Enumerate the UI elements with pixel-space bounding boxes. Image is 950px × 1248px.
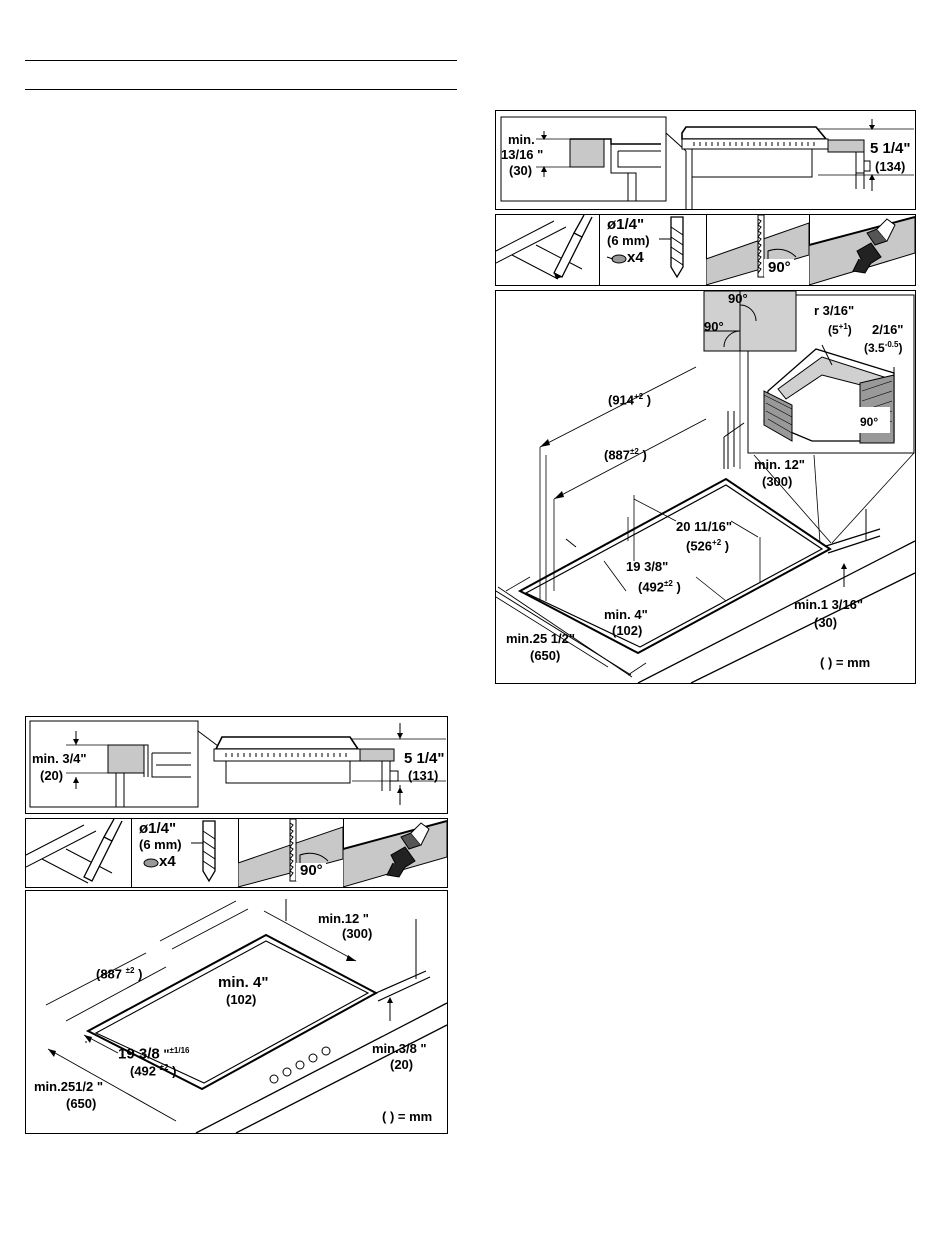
upper-corner-top-angle: 90° bbox=[728, 291, 748, 306]
lower-drill-count: x4 bbox=[159, 853, 176, 870]
lower-depth-mm: (492 ±2 ) bbox=[130, 1063, 177, 1079]
upper-width: 20 11/16" bbox=[676, 519, 733, 534]
lower-profile-height-mm: (131) bbox=[408, 768, 439, 783]
upper-min-back: min. 12" bbox=[754, 457, 805, 472]
upper-min-back-mm: (300) bbox=[762, 474, 793, 489]
lower-depth-tol-in: ±1/16 bbox=[169, 1046, 190, 1055]
lower-drill-size: ø1/4" bbox=[139, 820, 177, 837]
lower-dim-887-tol: ±2 bbox=[125, 966, 135, 975]
upper-tool-marking bbox=[496, 215, 600, 285]
lower-min-side-mm: (102) bbox=[226, 992, 257, 1007]
lower-depth-mm-tol: ±2 bbox=[159, 1063, 169, 1072]
upper-min-depth: min.25 1/2" bbox=[506, 631, 576, 646]
upper-dim-914: (914+2 ) bbox=[608, 392, 652, 408]
lower-tool-drill: ø1/4" (6 mm) x4 bbox=[131, 819, 239, 887]
lower-min-depth: min.251/2 " bbox=[34, 1079, 104, 1094]
upper-dim-887-tol: ±2 bbox=[630, 447, 639, 456]
lower-profile-min-mm: (20) bbox=[40, 768, 64, 783]
lower-min-depth-mm: (650) bbox=[66, 1096, 97, 1111]
upper-depth: 19 3/8" bbox=[626, 559, 669, 574]
upper-profile-drawing bbox=[500, 116, 914, 209]
lower-dim-887: (887 ±2 ) bbox=[96, 966, 143, 982]
lower-depth-value: 19 3/8 bbox=[118, 1045, 160, 1063]
upper-edge-mm: (3.5-0.5) bbox=[864, 340, 903, 355]
lower-profile-drawing bbox=[29, 720, 446, 808]
upper-width-tol: +2 bbox=[712, 538, 722, 547]
upper-profile-min-label: min. bbox=[508, 132, 535, 147]
upper-cutout-panel: 90° 90° r 3/16" (5+1) 2/16" (3.5-0.5) 90… bbox=[495, 290, 916, 684]
upper-tools-panel: ø1/4" (6 mm) x4 90° bbox=[495, 214, 916, 286]
lower-tool-saw: 90° bbox=[238, 819, 344, 887]
upper-width-mm: (526+2 ) bbox=[686, 538, 730, 554]
upper-cutout-drawing bbox=[496, 291, 915, 683]
upper-saw-angle: 90° bbox=[768, 259, 791, 276]
lower-tool-marking bbox=[26, 819, 132, 887]
lower-min-front: min.3/8 " bbox=[372, 1041, 427, 1056]
upper-edge-mm-value: (3.5 bbox=[864, 341, 885, 355]
upper-drill-count: x4 bbox=[627, 249, 644, 266]
upper-profile-height-mm: (134) bbox=[875, 159, 906, 174]
upper-tool-saw: 90° bbox=[706, 215, 810, 285]
upper-profile-height-value: 5 1/4" bbox=[870, 140, 911, 157]
lower-depth-unit: " bbox=[163, 1046, 170, 1062]
header-rule-bottom bbox=[25, 89, 457, 90]
lower-saw-angle: 90° bbox=[300, 862, 323, 879]
lower-cutout-drawing bbox=[45, 899, 447, 1133]
upper-corner-left-angle: 90° bbox=[704, 319, 724, 334]
lower-cutout-panel: min.12 " (300) (887 ±2 ) min. 4" (102) 1… bbox=[25, 890, 448, 1134]
upper-drill-size: ø1/4" bbox=[607, 216, 645, 233]
upper-edge-angle: 90° bbox=[860, 415, 879, 429]
upper-radius-mm: (5+1) bbox=[828, 322, 852, 337]
upper-profile-panel: min. 13/16 " (30) 5 1/4" (134) bbox=[495, 110, 916, 210]
upper-min-front: min.1 3/16" bbox=[794, 597, 864, 612]
upper-min-depth-mm: (650) bbox=[530, 648, 561, 663]
upper-dim-914-value: (914 bbox=[608, 392, 635, 408]
lower-profile-panel: min. 3/4" (20) 5 1/4" (131) bbox=[25, 716, 448, 814]
upper-depth-mm-value: (492 bbox=[638, 579, 665, 595]
upper-tool-sealant bbox=[809, 215, 915, 285]
upper-min-front-mm: (30) bbox=[814, 615, 838, 630]
upper-edge-tol: -0.5 bbox=[884, 340, 899, 349]
lower-min-side: min. 4" bbox=[218, 974, 269, 991]
upper-depth-mm: (492±2 ) bbox=[638, 579, 681, 595]
lower-tool-sealant bbox=[343, 819, 447, 887]
lower-depth-mm-value: (492 bbox=[130, 1063, 157, 1079]
lower-drill-mm: (6 mm) bbox=[139, 837, 182, 852]
upper-dim-887: (887±2 ) bbox=[604, 447, 647, 463]
lower-min-back: min.12 " bbox=[318, 911, 369, 926]
upper-radius-mm-value: (5 bbox=[828, 323, 839, 337]
upper-radius-tol: +1 bbox=[838, 322, 848, 331]
upper-drill-mm: (6 mm) bbox=[607, 233, 650, 248]
header-rule-top bbox=[25, 60, 457, 61]
upper-dim-887-value: (887 bbox=[604, 447, 631, 463]
upper-edge-value: 2/16" bbox=[872, 322, 904, 337]
upper-tool-drill: ø1/4" (6 mm) x4 bbox=[599, 215, 707, 285]
upper-min-side: min. 4" bbox=[604, 607, 648, 622]
lower-unit-note: ( ) = mm bbox=[382, 1109, 433, 1124]
upper-radius-value: r 3/16" bbox=[814, 303, 855, 318]
lower-dim-887-value: (887 bbox=[96, 966, 123, 982]
upper-dim-914-tol: +2 bbox=[634, 392, 644, 401]
lower-depth: 19 3/8 "±1/16 bbox=[118, 1043, 189, 1061]
lower-min-back-mm: (300) bbox=[342, 926, 373, 941]
upper-width-mm-value: (526 bbox=[686, 538, 713, 554]
upper-unit-note: ( ) = mm bbox=[820, 655, 871, 670]
lower-min-front-mm: (20) bbox=[390, 1057, 414, 1072]
lower-tools-panel: ø1/4" (6 mm) x4 90° bbox=[25, 818, 448, 888]
lower-profile-min-value: min. 3/4" bbox=[32, 751, 87, 766]
upper-min-side-mm: (102) bbox=[612, 623, 643, 638]
upper-depth-tol: ±2 bbox=[664, 579, 673, 588]
lower-profile-height-value: 5 1/4" bbox=[404, 750, 445, 767]
upper-profile-min-value: 13/16 " bbox=[501, 147, 544, 162]
upper-profile-min-mm: (30) bbox=[509, 163, 533, 178]
